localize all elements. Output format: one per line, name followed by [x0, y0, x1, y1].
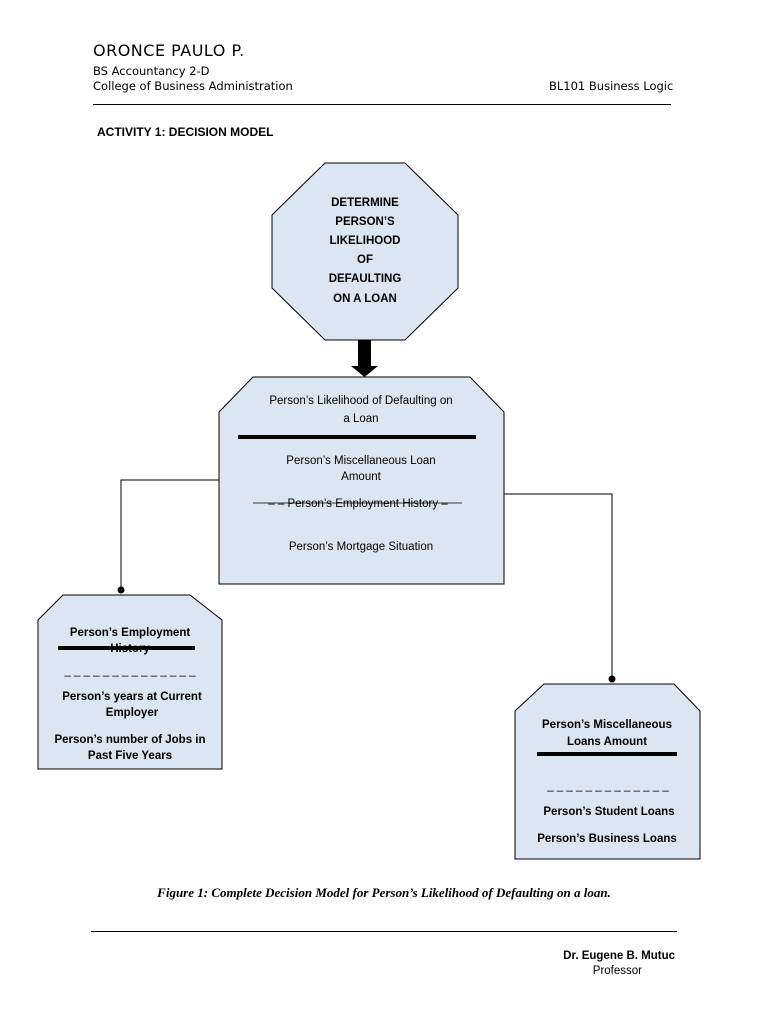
connector-dot-misc [608, 675, 616, 683]
college-label: College of Business Administration [93, 79, 293, 93]
employment-item-1-line-1: Person’s years at Current [62, 691, 202, 703]
decision-line-3: LIKELIHOOD [330, 235, 401, 247]
employment-dashes: _ _ _ _ _ _ _ _ _ _ _ _ _ _ [63, 665, 196, 677]
professor-title: Professor [592, 965, 642, 977]
misc-item-1: Person’s Student Loans [543, 806, 674, 818]
connector-dot-employment [117, 586, 125, 594]
course-label: BL101 Business Logic [549, 79, 674, 93]
decision-line-4: OF [357, 254, 373, 266]
decision-line-1: DETERMINE [331, 197, 399, 209]
employment-item-2-line-2: Past Five Years [88, 750, 172, 762]
professor-name: Dr. Eugene B. Mutuc [563, 950, 675, 962]
misc-divider [537, 752, 677, 756]
decision-line-6: ON A LOAN [333, 293, 397, 305]
misc-loans-node [514, 683, 701, 860]
connector-employment [120, 479, 219, 590]
header-rule [93, 104, 671, 105]
decision-line-5: DEFAULTING [329, 273, 402, 285]
misc-title-line-1: Person’s Miscellaneous [542, 719, 672, 731]
main-input-mortgage: Person’s Mortgage Situation [289, 541, 433, 553]
main-divider [238, 435, 476, 439]
main-input-employment: – – Person’s Employment History – [268, 498, 448, 510]
main-title-line-2: a Loan [343, 413, 378, 425]
program-label: BS Accountancy 2-D [93, 64, 210, 78]
activity-title: ACTIVITY 1: DECISION MODEL [97, 125, 274, 139]
footer-rule [91, 931, 677, 932]
misc-item-2: Person’s Business Loans [537, 833, 677, 845]
figure-caption: Figure 1: Complete Decision Model for Pe… [157, 885, 611, 900]
employment-divider [58, 646, 195, 650]
main-title-line-1: Person’s Likelihood of Defaulting on [269, 395, 452, 407]
decision-octagon [271, 162, 459, 341]
connector-misc [504, 493, 613, 679]
arrow-shaft [358, 340, 371, 368]
misc-dashes: _ _ _ _ _ _ _ _ _ _ _ _ _ [546, 780, 669, 792]
employment-node [37, 594, 223, 770]
decision-line-2: PERSON’S [335, 216, 395, 228]
arrow-head [351, 366, 378, 377]
employment-item-2-line-1: Person’s number of Jobs in [54, 734, 205, 746]
employment-title-line-1: Person’s Employment [70, 627, 191, 639]
student-name: ORONCE PAULO P. [93, 41, 245, 60]
main-node [218, 376, 505, 585]
misc-title-line-2: Loans Amount [567, 736, 647, 748]
main-input-misc-line-2: Amount [341, 471, 381, 483]
employment-item-1-line-2: Employer [106, 707, 159, 719]
main-input-misc-line-1: Person’s Miscellaneous Loan [286, 455, 435, 467]
